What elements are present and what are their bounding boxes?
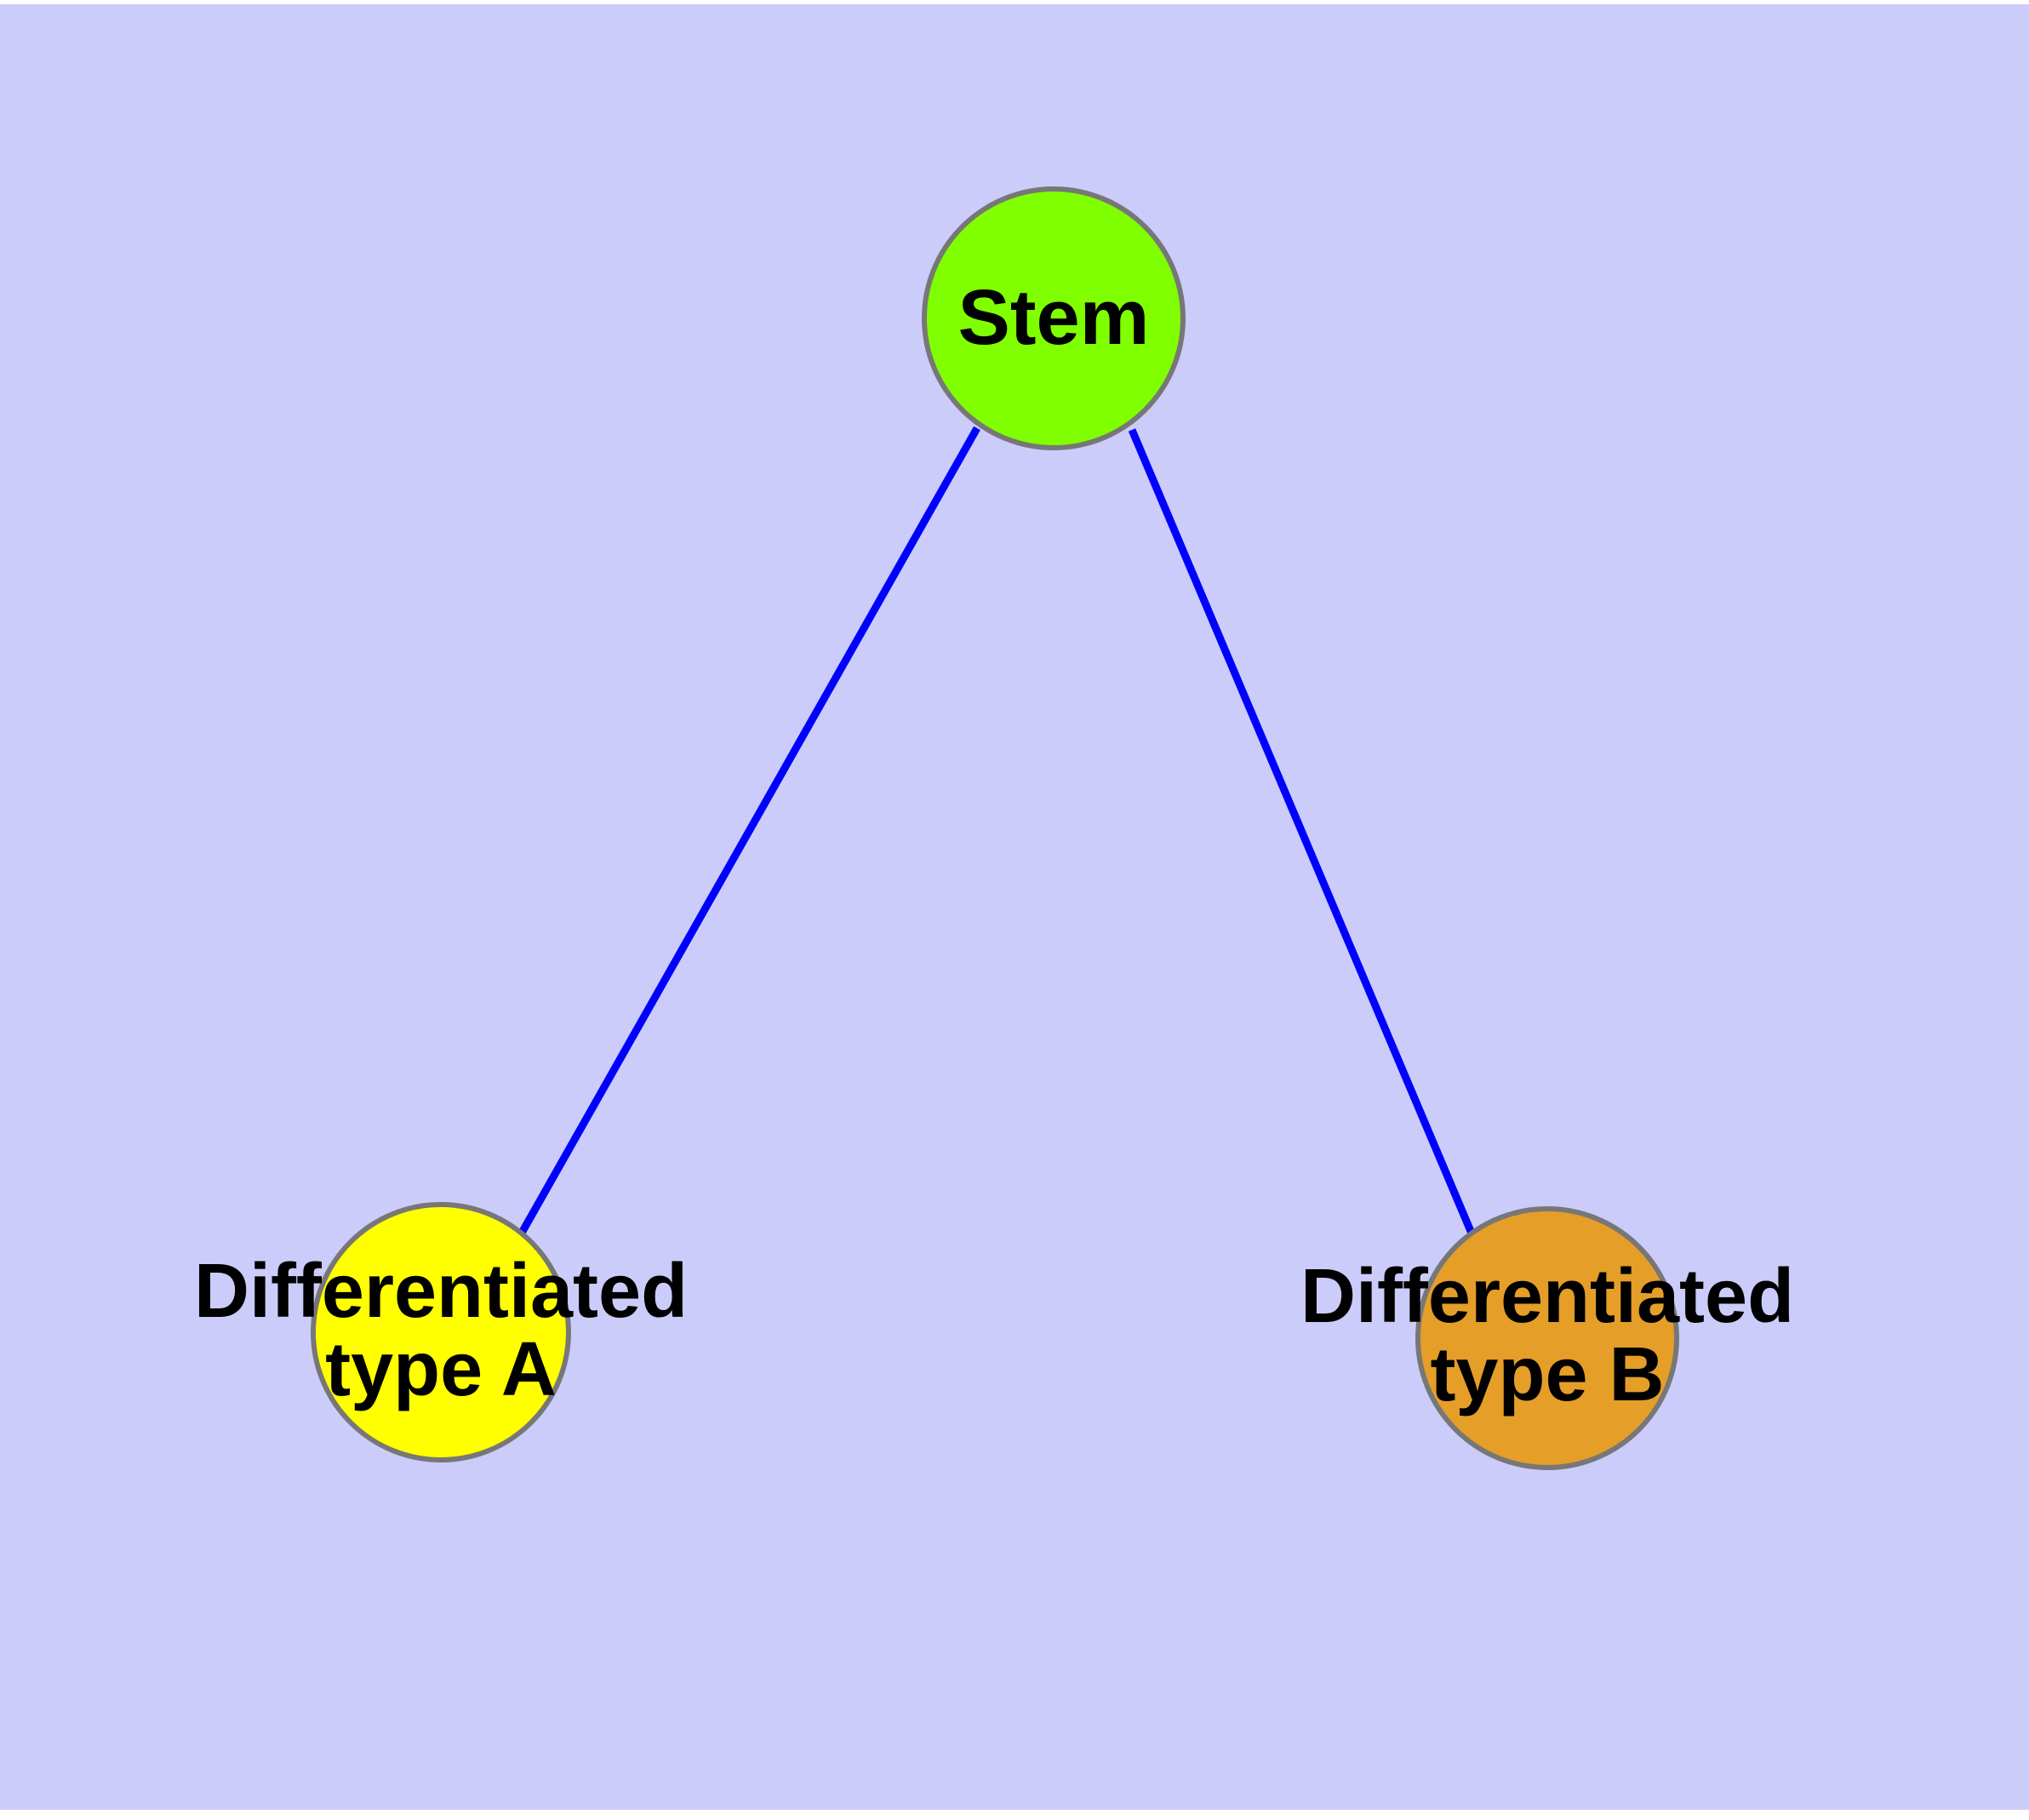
edge-stem-to-diff-a[interactable] xyxy=(517,426,980,1237)
edge-stem-to-diff-b[interactable] xyxy=(1128,428,1477,1237)
node-differentiated-type-b[interactable] xyxy=(1415,1206,1679,1470)
node-differentiated-type-a[interactable] xyxy=(311,1202,571,1462)
graph-canvas: Stem Differentiated type A Differentiate… xyxy=(0,4,2029,1810)
edge-layer xyxy=(517,426,1477,1237)
graph-svg xyxy=(311,186,1679,1470)
node-stem[interactable] xyxy=(922,186,1186,450)
node-layer xyxy=(311,186,1679,1470)
